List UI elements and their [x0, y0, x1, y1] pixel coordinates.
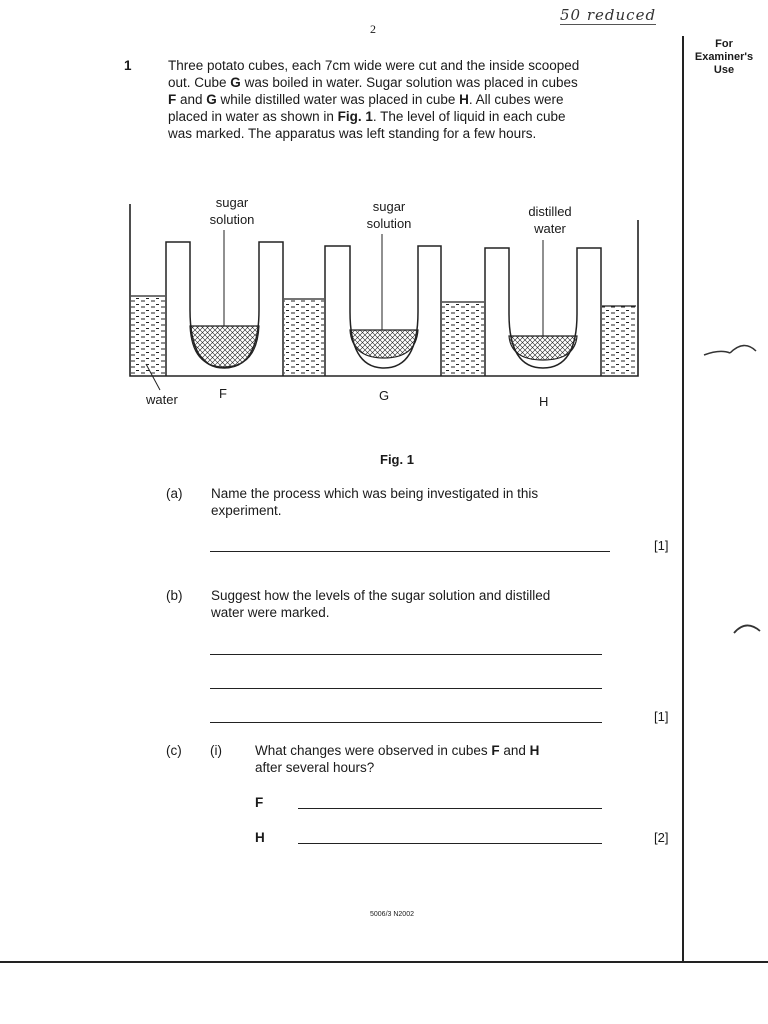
answer-line-a[interactable] [210, 551, 610, 552]
intro-text: out. Cube [168, 75, 231, 90]
label-line: sugar [372, 199, 406, 214]
answer-line-h[interactable] [298, 843, 602, 844]
intro-line: F and G while distilled water was placed… [168, 91, 668, 108]
cube-f-solution [189, 325, 260, 368]
cube-ref: H [459, 92, 469, 107]
label-line: solution [209, 212, 255, 227]
intro-line: Three potato cubes, each 7cm wide were c… [168, 58, 580, 73]
intro-line: out. Cube G was boiled in water. Sugar s… [168, 74, 668, 91]
figure-1-diagram [129, 204, 639, 391]
water-region [284, 299, 324, 376]
part-text-line: experiment. [211, 503, 282, 518]
row-label-f: F [255, 795, 264, 810]
handwritten-note: 50 reduced [560, 6, 657, 25]
part-text: What changes were observed in cubes [255, 743, 492, 758]
bottom-rule [0, 961, 768, 963]
part-b-label: (b) [166, 588, 183, 603]
cube-h-outline [484, 247, 602, 376]
intro-text: while distilled water was placed in cube [216, 92, 460, 107]
label-line: solution [366, 216, 412, 231]
intro-text: was boiled in water. Sugar solution was … [240, 75, 578, 90]
marks-a: [1] [654, 538, 669, 553]
intro-text: . The level of liquid in each cube [372, 109, 566, 124]
water-region [602, 306, 636, 376]
intro-line: placed in water as shown in Fig. 1. The … [168, 108, 668, 125]
marks-b: [1] [654, 709, 669, 724]
examiner-header-line: Examiner's [694, 51, 754, 63]
examiner-header-line: Use [713, 64, 735, 76]
part-text-line: Name the process which was being investi… [211, 486, 539, 501]
footer-code: 5006/3 N2002 [370, 911, 414, 918]
examiner-margin-header: For Examiner's Use [684, 38, 764, 77]
pointer-water [145, 363, 161, 391]
part-c-label: (c) [166, 743, 182, 758]
label-line: sugar [215, 195, 249, 210]
figure-caption: Fig. 1 [380, 452, 414, 467]
question-intro: Three potato cubes, each 7cm wide were c… [168, 57, 668, 142]
part-text: and [499, 743, 530, 758]
water-region [442, 302, 484, 376]
scan-mark [703, 344, 757, 356]
cube-ref: G [206, 92, 217, 107]
answer-line-f[interactable] [298, 808, 602, 809]
intro-text: . All cubes were [468, 92, 564, 107]
part-text-line: water were marked. [211, 605, 330, 620]
cube-ref: F [168, 92, 177, 107]
cube-h-water [508, 335, 578, 361]
answer-line-b3[interactable] [210, 722, 602, 723]
water-region [131, 296, 165, 376]
figure-ref: Fig. 1 [337, 109, 373, 124]
page-number: 2 [370, 22, 376, 36]
examiner-header-line: For [715, 38, 733, 50]
intro-line: was marked. The apparatus was left stand… [168, 126, 537, 141]
cube-g-outline [324, 245, 442, 376]
intro-text: and [176, 92, 207, 107]
part-a-label: (a) [166, 486, 183, 501]
part-text-line: What changes were observed in cubes F an… [255, 742, 655, 759]
label-sugar-solution-f: sugar solution [192, 194, 272, 228]
answer-line-b2[interactable] [210, 688, 602, 689]
scan-mark [733, 624, 761, 634]
cube-ref: F [491, 743, 500, 758]
label-distilled-water: distilled water [510, 203, 590, 237]
part-c-text: What changes were observed in cubes F an… [255, 742, 655, 776]
part-a-text: Name the process which was being investi… [211, 485, 651, 519]
part-text-line: Suggest how the levels of the sugar solu… [211, 588, 551, 603]
trough-outline [129, 204, 639, 377]
intro-text: placed in water as shown in [168, 109, 338, 124]
label-water: water [146, 392, 178, 407]
cube-ref: G [230, 75, 241, 90]
label-line: water [534, 221, 566, 236]
part-text-line: after several hours? [255, 760, 375, 775]
row-label-h: H [255, 830, 265, 845]
marks-c: [2] [654, 830, 669, 845]
cube-ref: H [529, 743, 540, 758]
question-number: 1 [124, 58, 132, 73]
cube-g-solution [349, 329, 419, 359]
examiner-margin-rule [682, 36, 684, 962]
cube-f-outline [165, 241, 284, 376]
label-cube-f: F [219, 386, 227, 401]
label-sugar-solution-g: sugar solution [349, 198, 429, 232]
label-cube-h: H [539, 394, 549, 409]
label-line: distilled [528, 204, 572, 219]
part-c-sublabel: (i) [210, 743, 222, 758]
part-b-text: Suggest how the levels of the sugar solu… [211, 587, 651, 621]
label-cube-g: G [379, 388, 390, 403]
answer-line-b1[interactable] [210, 654, 602, 655]
